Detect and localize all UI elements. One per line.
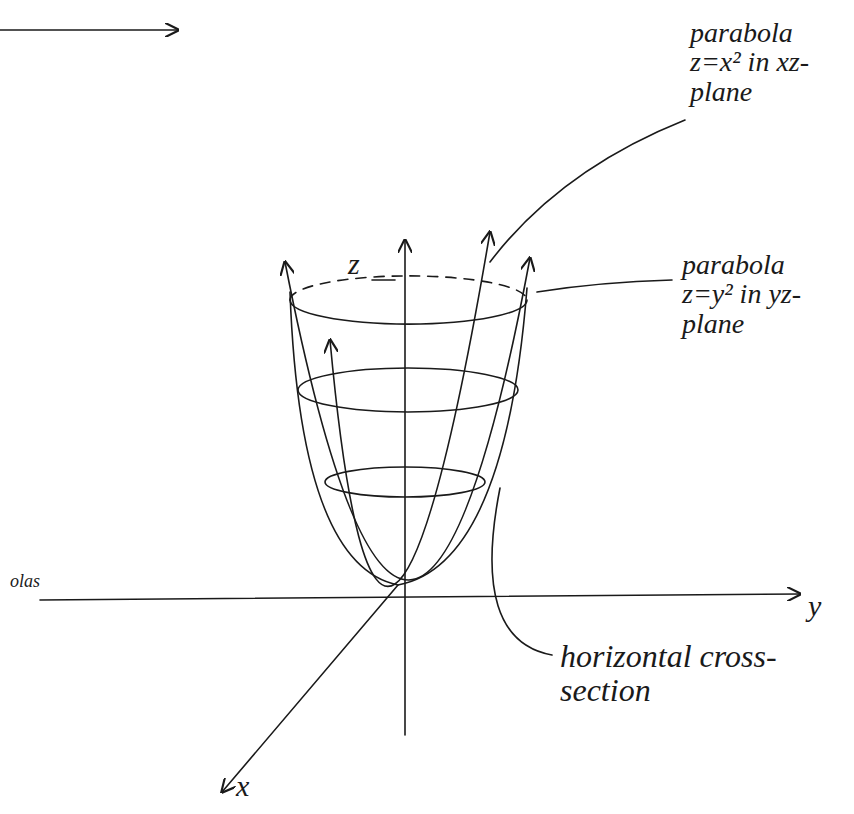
z-axis <box>404 240 406 735</box>
fragment-label: olas <box>10 572 70 591</box>
rim-front <box>290 300 527 324</box>
callout-label: parabola z=x² in xz-plane <box>690 18 840 106</box>
leader-line <box>492 488 552 655</box>
y-axis <box>40 594 800 600</box>
callout-label: horizontal cross-section <box>560 640 840 707</box>
fragment-arrow <box>0 29 178 31</box>
z-tick <box>372 279 395 281</box>
rim-back <box>290 276 527 300</box>
leader-line <box>537 280 672 292</box>
parabola-xz <box>330 232 490 586</box>
x-axis <box>222 585 398 792</box>
axis-label: y <box>808 590 838 622</box>
axis-label: x <box>236 770 266 802</box>
callout-label: parabola z=y² in yz-plane <box>682 250 832 338</box>
axis-label: z <box>348 248 378 280</box>
leader-line <box>490 120 685 262</box>
cross-section <box>298 368 518 412</box>
